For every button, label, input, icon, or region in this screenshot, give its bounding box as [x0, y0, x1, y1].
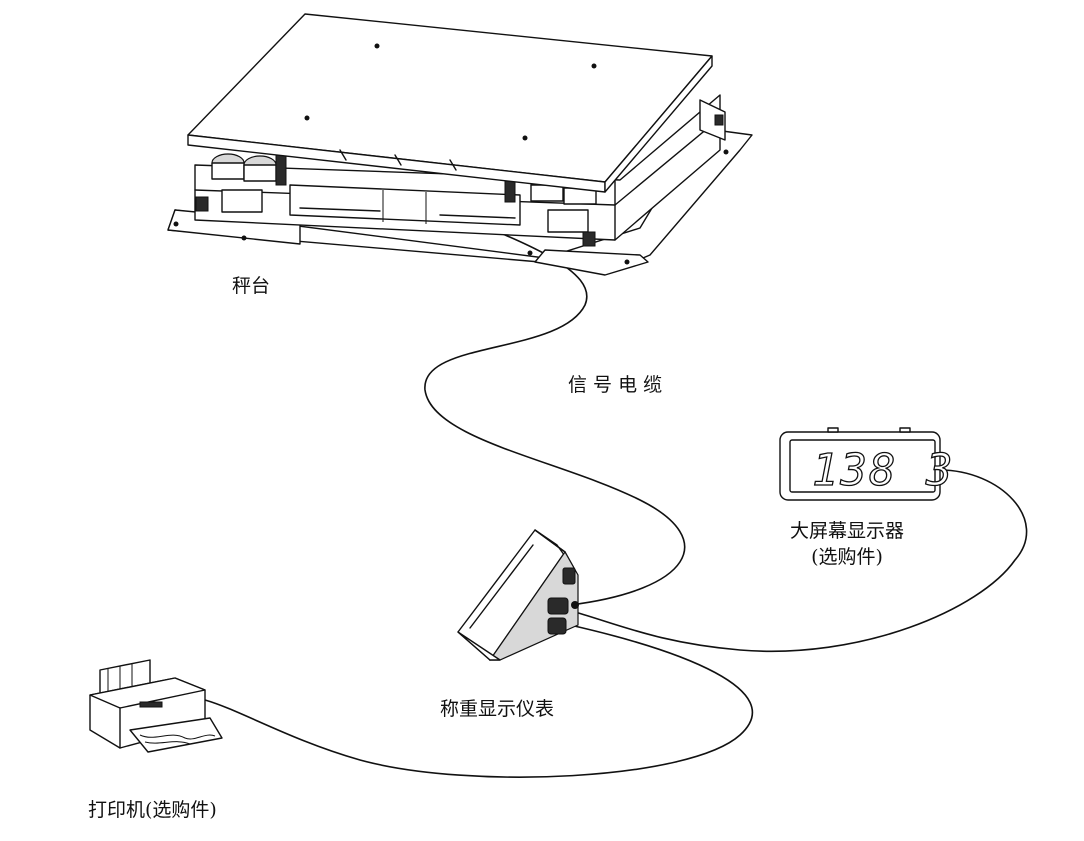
display-cable — [574, 469, 1028, 652]
big-display-label: 大屏幕显示器 — [789, 520, 904, 542]
display-readout: 138 3 — [812, 445, 954, 496]
indicator-label: 称重显示仪表 — [440, 698, 555, 720]
big-display-optional-label: (选购件) — [811, 546, 883, 568]
weighing-platform-icon — [167, 13, 753, 276]
printer-icon — [89, 659, 223, 753]
large-display-icon: 138 3 — [779, 427, 954, 501]
signal-cable — [424, 204, 686, 606]
signal-cable-label: 信 号 电 缆 — [568, 374, 663, 396]
indicator-box-icon — [457, 529, 579, 661]
printer-label: 打印机(选购件) — [88, 799, 217, 821]
platform-label: 秤台 — [232, 275, 271, 297]
printer-cable — [204, 624, 754, 778]
